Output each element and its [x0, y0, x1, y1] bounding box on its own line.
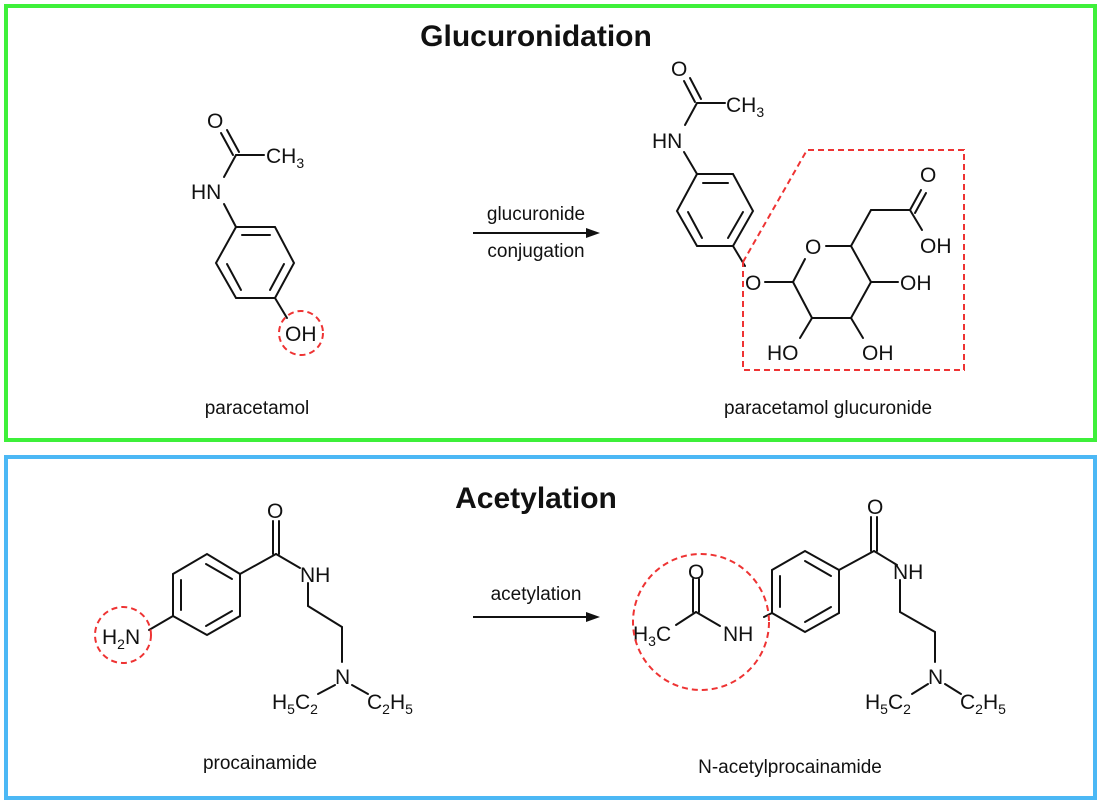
bond	[307, 605, 343, 628]
benzene-ring	[172, 552, 241, 637]
bond	[148, 615, 174, 631]
bond	[683, 151, 698, 175]
bond	[223, 203, 237, 228]
atom-amine: H2N	[102, 626, 140, 652]
atom-tertiary-amine: N	[928, 666, 943, 689]
caption-procainamide: procainamide	[203, 753, 317, 774]
panel-title-acetylation: Acetylation	[455, 482, 617, 515]
atom-hydroxyl: HO	[767, 342, 799, 365]
atom-ring-oxygen: O	[805, 236, 821, 259]
atom-ether-oxygen: O	[745, 272, 761, 295]
bond	[792, 281, 813, 319]
bond	[911, 683, 929, 695]
arrow-head-icon	[586, 612, 600, 622]
bond	[275, 553, 301, 569]
atom-hydroxyl: OH	[900, 272, 932, 295]
bond	[804, 560, 832, 577]
atom-acid-hydroxyl: OH	[920, 235, 952, 258]
bond	[675, 611, 697, 626]
reagent-label-top: acetylation	[491, 584, 582, 605]
bond	[804, 606, 832, 623]
bond	[226, 129, 240, 153]
bond	[274, 297, 288, 319]
bond	[792, 258, 806, 283]
bond	[909, 209, 923, 231]
bond	[683, 80, 696, 103]
bond	[909, 189, 922, 211]
bond	[850, 317, 864, 339]
caption-n-acetylprocainamide: N-acetylprocainamide	[698, 757, 882, 778]
bond	[687, 211, 703, 239]
caption-paracetamol: paracetamol	[205, 398, 310, 419]
atom-ethyl-left: H5C2	[865, 691, 911, 717]
molecule-n-acetylprocainamide: O H3C NH O NH N H5C2 C2H5	[632, 496, 1006, 717]
highlight-glucuronide	[742, 149, 965, 371]
atom-ethyl-right: C2H5	[960, 691, 1006, 717]
bond	[727, 211, 744, 239]
atom-oxygen: O	[207, 110, 223, 133]
atom-methyl: CH3	[266, 145, 304, 171]
bond	[269, 263, 285, 291]
atom-amine: HN	[652, 130, 682, 153]
highlight-acetyl-group	[632, 553, 770, 691]
bond	[226, 263, 242, 291]
atom-amine: HN	[191, 181, 221, 204]
molecule-paracetamol: O CH3 HN OH	[191, 110, 324, 356]
bond	[205, 563, 233, 580]
benzene-ring	[675, 173, 755, 247]
bond	[914, 192, 927, 214]
atom-ethyl-left: H5C2	[272, 691, 318, 717]
panel-glucuronidation: Glucuronidation O CH3 HN OH paraceta	[4, 4, 1097, 442]
reaction-arrow-glucuronidation: glucuronide conjugation	[473, 204, 600, 262]
bond	[850, 281, 872, 319]
atom-amide-nh: NH	[300, 564, 330, 587]
panel-border-glucuronidation	[4, 4, 1097, 442]
bond	[763, 612, 773, 618]
atom-oxygen: O	[671, 58, 687, 81]
reaction-arrow-acetylation: acetylation	[473, 584, 600, 622]
benzene-ring	[214, 226, 296, 299]
bond	[205, 610, 233, 627]
atom-ethyl-right: C2H5	[367, 691, 413, 717]
benzene-ring	[771, 549, 840, 634]
panel-border-acetylation	[4, 455, 1097, 800]
panel-acetylation: Acetylation H2N O NH N H5C2 C2H5 proca	[4, 455, 1097, 800]
atom-oxygen: O	[867, 496, 883, 519]
atom-amide-nh: NH	[893, 561, 923, 584]
bond	[799, 317, 813, 339]
molecule-paracetamol-glucuronide: O CH3 HN O O O OH OH HO OH	[652, 58, 965, 371]
bond	[899, 611, 936, 633]
atom-carbonyl-oxygen: O	[920, 164, 936, 187]
caption-paracetamol-glucuronide: paracetamol glucuronide	[724, 398, 932, 419]
bond	[850, 209, 872, 247]
bond	[684, 102, 698, 126]
molecule-procainamide: H2N O NH N H5C2 C2H5	[94, 500, 413, 717]
bond	[223, 154, 237, 178]
reagent-label-top: glucuronide	[487, 204, 585, 225]
atom-acetyl-nh: NH	[723, 623, 753, 646]
highlight-hydroxyl	[278, 310, 324, 356]
bond	[317, 684, 336, 695]
atom-methyl: CH3	[726, 94, 764, 120]
bond	[838, 550, 875, 571]
bond	[689, 77, 702, 100]
bond	[239, 553, 277, 575]
panel-title-glucuronidation: Glucuronidation	[420, 20, 652, 53]
bond	[944, 683, 962, 695]
atom-hydroxyl: OH	[862, 342, 894, 365]
atom-hydroxyl: OH	[285, 323, 317, 346]
atom-tertiary-amine: N	[335, 666, 350, 689]
atom-acetyl-oxygen: O	[688, 561, 704, 584]
atom-oxygen: O	[267, 500, 283, 523]
bond	[850, 245, 872, 283]
atom-acetyl-methyl: H3C	[633, 623, 671, 649]
bond	[351, 684, 369, 695]
arrow-head-icon	[586, 228, 600, 238]
bond	[873, 550, 898, 566]
reagent-label-bottom: conjugation	[487, 241, 584, 262]
bond	[220, 132, 234, 156]
highlight-amine	[94, 606, 152, 664]
bond	[695, 611, 721, 627]
